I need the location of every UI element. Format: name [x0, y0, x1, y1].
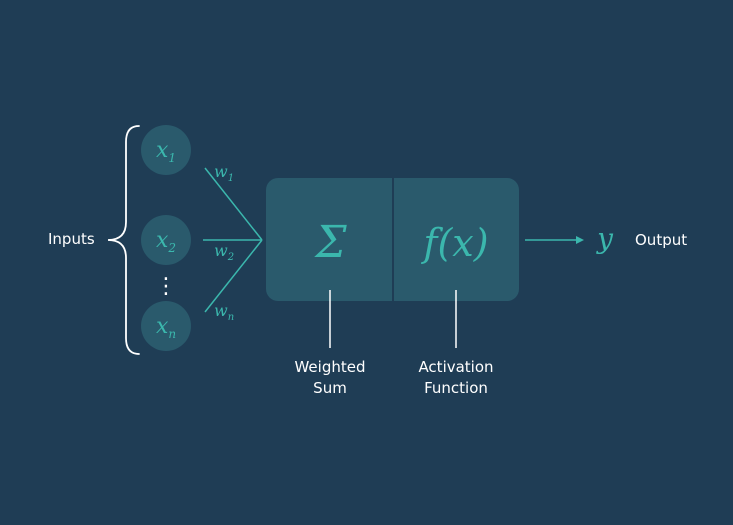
svg-text:x1: x1 [156, 138, 176, 165]
activation-label-line1: Activation [418, 358, 494, 376]
activation-symbol: f(x) [420, 221, 488, 265]
weighted-sum-label: Weighted Sum [280, 357, 380, 399]
weight-1-subscript: 1 [228, 173, 234, 184]
weight-label-2: w2 [214, 241, 234, 263]
input-2-symbol: x [156, 228, 169, 253]
inputs-brace [107, 125, 140, 355]
output-label: Output [635, 231, 688, 249]
weight-label-n: wn [214, 301, 234, 323]
input-1-symbol: x [156, 138, 169, 163]
input-2-subscript: 2 [167, 241, 176, 255]
weighted-sum-label-line2: Sum [313, 379, 347, 397]
input-n-symbol: x [156, 314, 169, 339]
input-node-n: xn [141, 301, 191, 351]
weight-line-1 [204, 167, 263, 241]
inputs-ellipsis: ⋮ [155, 274, 177, 299]
weight-2-subscript: 2 [227, 252, 234, 263]
weight-n-subscript: n [228, 312, 234, 323]
weight-label-1: w1 [214, 162, 234, 184]
sum-symbol: Σ [313, 217, 347, 268]
activation-label-line2: Function [424, 379, 488, 397]
activation-function-label: Activation Function [406, 357, 506, 399]
output-arrowhead [576, 236, 584, 244]
input-node-1: x1 [141, 125, 191, 175]
svg-text:x2: x2 [156, 228, 176, 255]
weight-1-symbol: w [214, 162, 228, 181]
input-n-subscript: n [168, 327, 176, 341]
input-node-2: x2 [141, 215, 191, 265]
input-1-subscript: 1 [168, 151, 176, 165]
inputs-label: Inputs [48, 230, 95, 248]
weighted-sum-label-line1: Weighted [294, 358, 366, 376]
weight-line-n [204, 239, 263, 313]
svg-text:xn: xn [156, 314, 176, 341]
output-symbol: y [595, 222, 614, 255]
weight-2-symbol: w [214, 241, 228, 260]
weight-n-symbol: w [214, 301, 228, 320]
